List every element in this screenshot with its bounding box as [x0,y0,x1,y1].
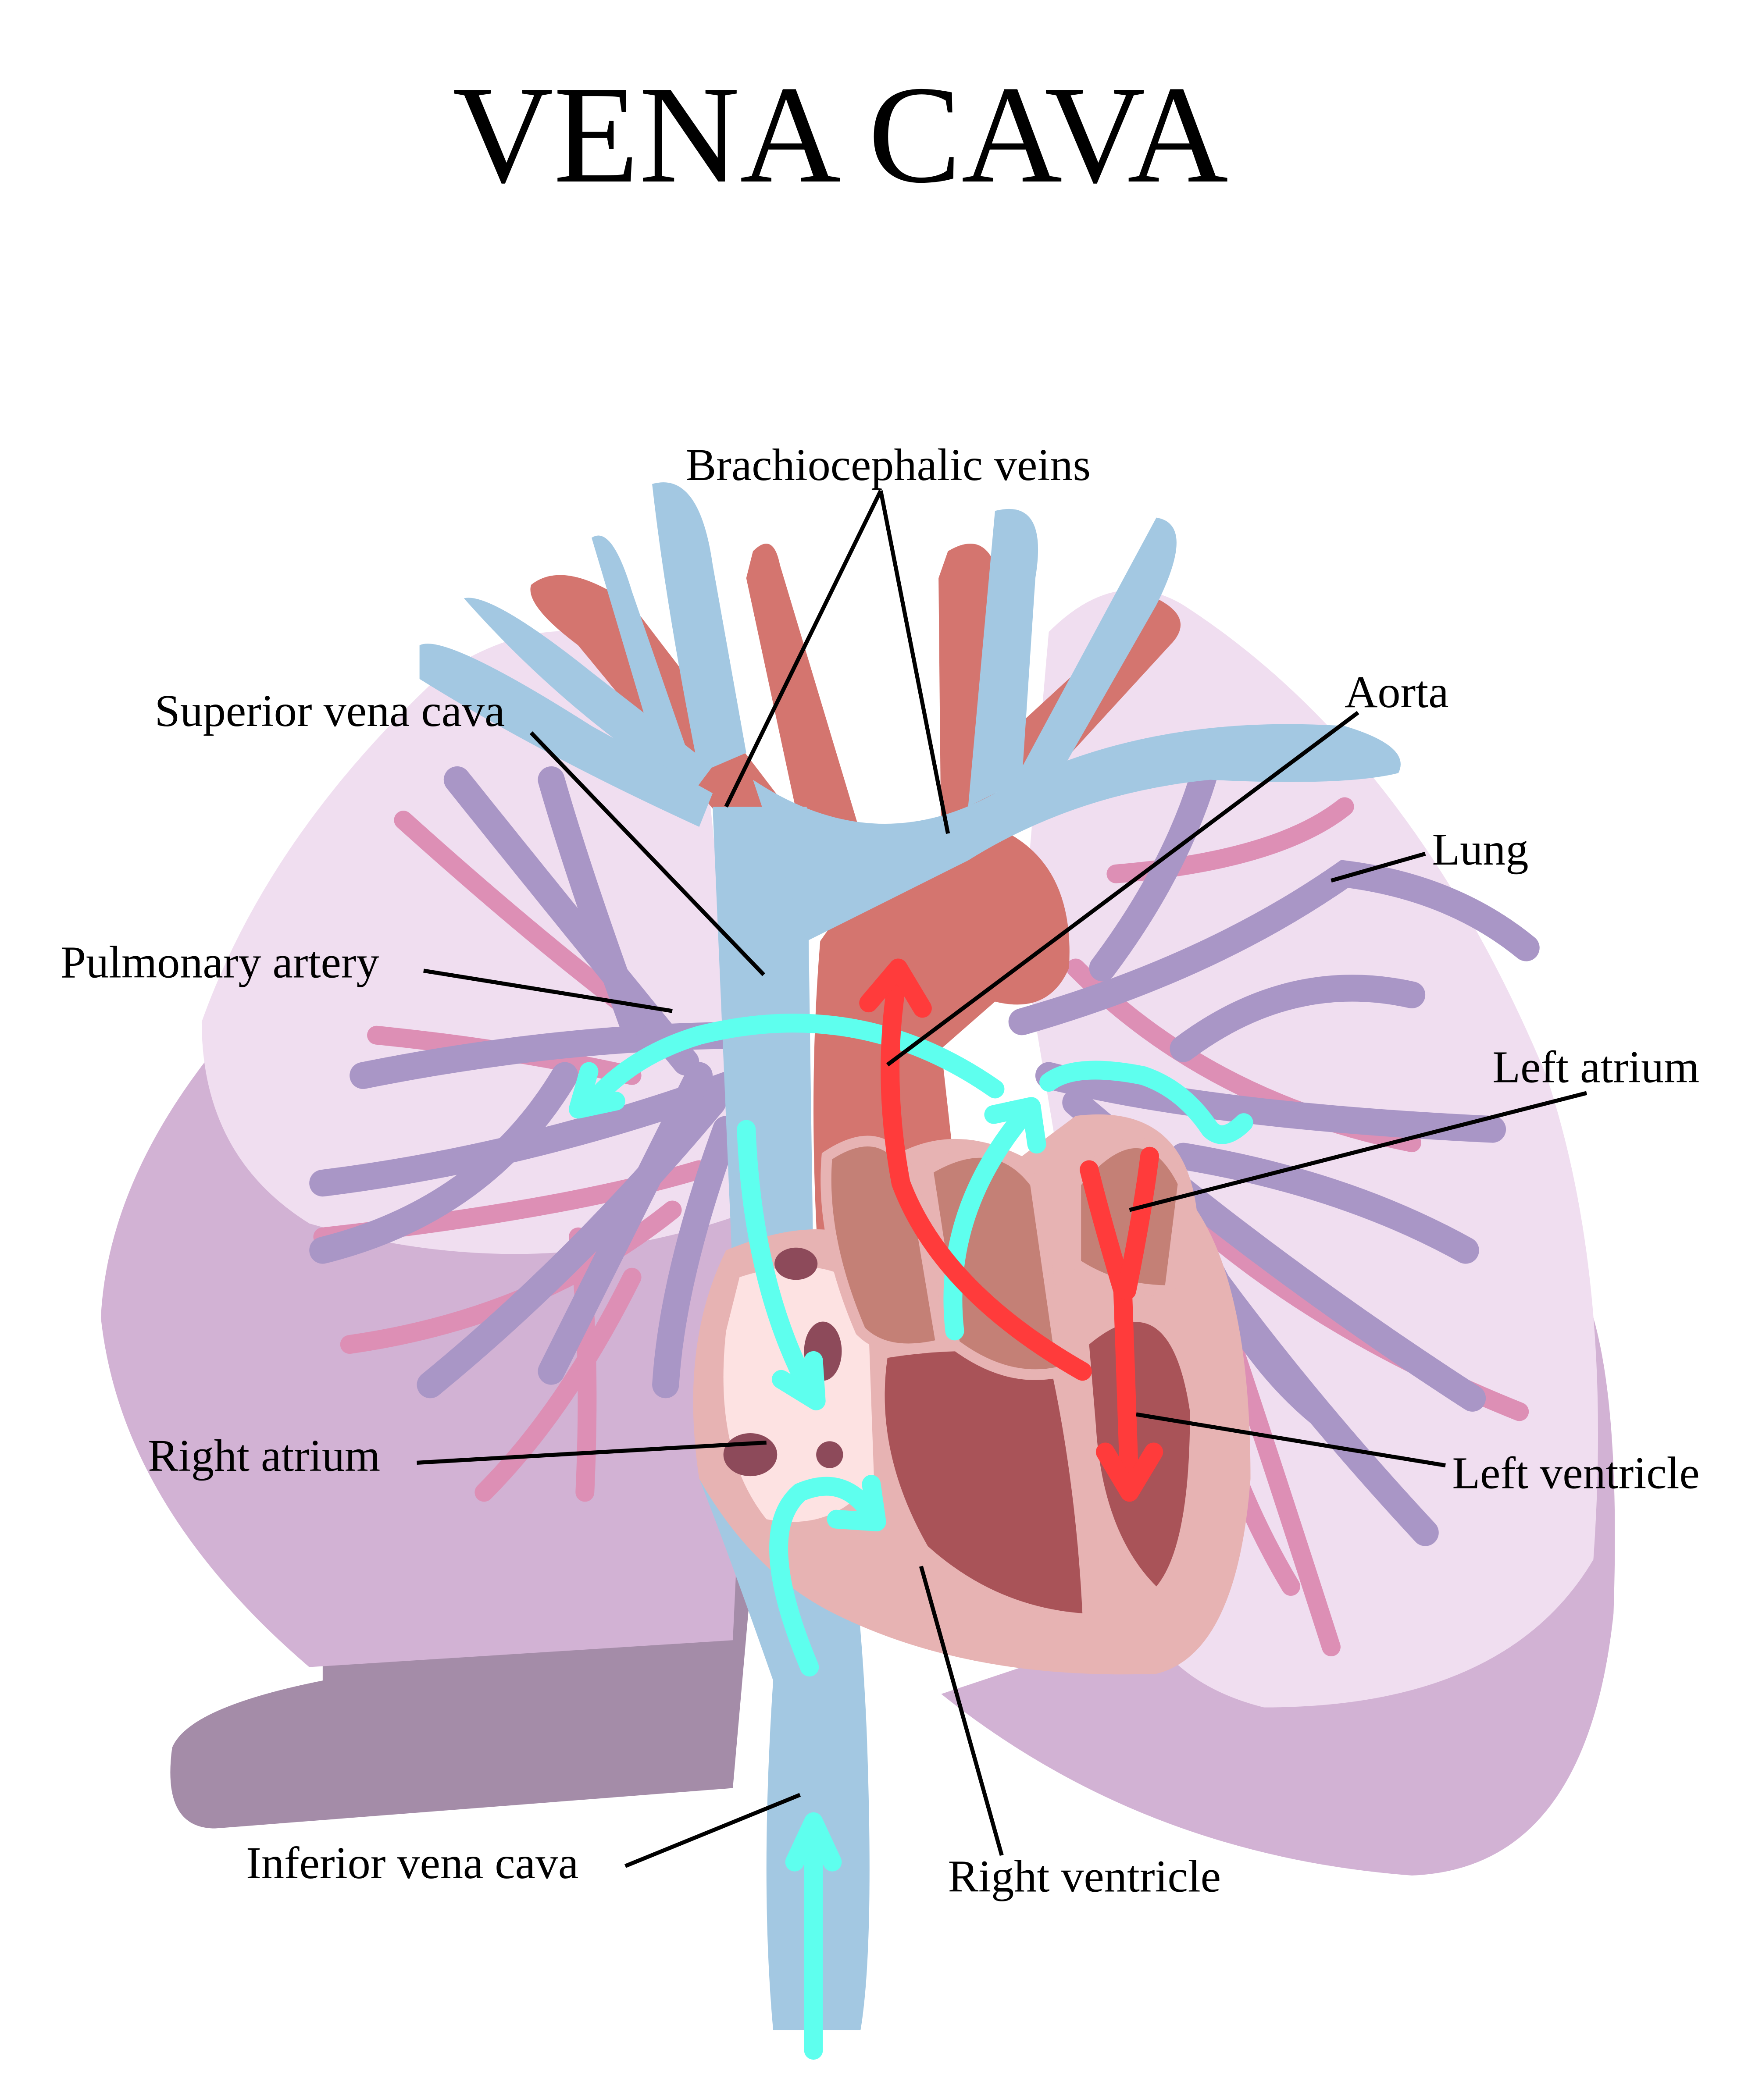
label-inferior-vena-cava: Inferior vena cava [246,1837,578,1888]
labels: Brachiocephalic veins Superior vena cava… [61,439,1700,1902]
label-superior-vena-cava: Superior vena cava [155,685,505,736]
right-ventricle-shape [885,1351,1083,1613]
label-aorta: Aorta [1345,666,1448,717]
label-right-ventricle: Right ventricle [948,1851,1221,1902]
label-right-atrium: Right atrium [148,1430,380,1481]
oxygenated-flow-arrows [859,958,1163,1502]
label-lung: Lung [1432,824,1528,875]
label-left-atrium: Left atrium [1492,1042,1699,1093]
label-brachiocephalic-veins: Brachiocephalic veins [686,439,1091,490]
deoxygenated-flow-arrows [568,1014,1253,2060]
left-ventricle-shape [1089,1322,1190,1587]
leader-lines [417,490,1587,1868]
superior-vena-cava-shape [713,806,814,1278]
diagram-title: VENA CAVA [453,57,1228,212]
pulmonary-vessels [309,739,1540,1657]
label-left-ventricle: Left ventricle [1452,1448,1699,1498]
label-pulmonary-artery: Pulmonary artery [61,936,379,987]
